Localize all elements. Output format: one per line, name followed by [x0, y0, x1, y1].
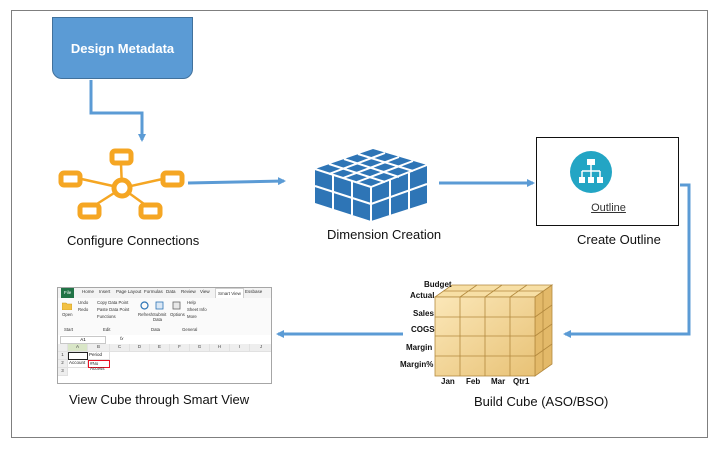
ribbon-group-data: Data — [151, 327, 161, 332]
smart-view-excel-screenshot: File Home Insert Page Layout Formulas Da… — [57, 287, 272, 384]
outline-icon-text: Outline — [591, 202, 626, 214]
cell-a2: Account — [68, 360, 88, 368]
col-header-b: B — [88, 344, 110, 352]
dimension-creation-label: Dimension Creation — [327, 227, 442, 242]
col-header-f: F — [170, 344, 190, 352]
row-header-3: 3 — [58, 368, 68, 376]
dimension-cube-icon — [287, 137, 439, 223]
cube-row-label-actual: Actual — [410, 291, 435, 300]
excel-tab-file: File — [61, 288, 75, 298]
olap-cube-graphic — [433, 284, 554, 377]
build-cube-label: Build Cube (ASO/BSO) — [474, 394, 609, 409]
col-header-e: E — [150, 344, 170, 352]
view-cube-label: View Cube through Smart View — [69, 392, 250, 407]
create-outline-label: Create Outline — [577, 232, 661, 247]
ribbon-sheet-info: Sheet Info — [187, 307, 207, 312]
ribbon-group-start: Start — [64, 327, 74, 332]
arrow-connections-to-dimension — [187, 177, 286, 186]
ribbon-submit-data: Submit Data — [153, 312, 167, 322]
arrow-outline-to-buildcube — [563, 183, 691, 338]
col-header-g: G — [190, 344, 210, 352]
cube-row-label-sales: Sales — [413, 309, 434, 318]
cell-b1: Period — [88, 352, 110, 360]
cell-a1 — [68, 352, 88, 360]
connections-network-icon — [58, 148, 185, 220]
options-icon — [172, 301, 181, 310]
outline-hierarchy-icon — [570, 151, 612, 193]
col-header-j: J — [250, 344, 271, 352]
excel-tab-home: Home — [82, 289, 95, 294]
cube-row-label-margin: Margin — [406, 343, 433, 352]
cube-row-label-budget: Budget — [424, 280, 452, 289]
cube-col-label-jan: Jan — [441, 377, 455, 386]
cube-row-label-margin-pct: Margin% — [400, 360, 434, 369]
ribbon-refresh: Refresh — [138, 312, 154, 317]
excel-tab-insert: Insert — [99, 289, 111, 294]
row-header-2: 2 — [58, 360, 68, 368]
excel-tab-page-layout: Page Layout — [116, 289, 142, 294]
excel-fx-label: fx — [120, 336, 124, 341]
cube-col-label-mar: Mar — [491, 377, 506, 386]
diagram-frame — [11, 10, 708, 438]
excel-tab-data: Data — [166, 289, 176, 294]
submit-data-icon — [155, 301, 164, 310]
excel-tab-view: View — [200, 289, 210, 294]
ribbon-paste-data-point: Paste Data Point — [97, 307, 130, 312]
excel-tab-smart-view: Smart View — [215, 288, 244, 299]
ribbon-group-general: General — [182, 327, 198, 332]
ribbon-help: Help — [187, 300, 196, 305]
col-header-i: I — [230, 344, 250, 352]
cell-b2-no-access: #No Access — [88, 360, 110, 371]
excel-name-box: A1 — [60, 336, 106, 344]
excel-ribbon-body: Open Undo Redo Copy Data Point Paste Dat… — [58, 298, 271, 336]
refresh-icon — [140, 301, 149, 310]
col-header-d: D — [130, 344, 150, 352]
ribbon-more: More — [187, 314, 197, 319]
cube-col-label-qtr1: Qtr1 — [513, 377, 530, 386]
ribbon-copy-data-point: Copy Data Point — [97, 300, 129, 305]
outline-app-tile: Outline — [536, 137, 679, 226]
col-header-a: A — [68, 344, 88, 352]
excel-tab-review: Review — [181, 289, 196, 294]
ribbon-open: Open — [62, 312, 73, 317]
cube-row-label-cogs: COGS — [411, 325, 435, 334]
configure-connections-label: Configure Connections — [67, 233, 200, 248]
design-metadata-label: Design Metadata — [70, 40, 175, 56]
col-header-c: C — [110, 344, 130, 352]
ribbon-redo: Redo — [78, 307, 89, 312]
row-header-1: 1 — [58, 352, 68, 360]
excel-tab-formulas: Formulas — [144, 289, 163, 294]
design-metadata-box: Design Metadata — [52, 17, 193, 79]
ribbon-functions: Functions — [97, 314, 116, 319]
cube-col-label-feb: Feb — [466, 377, 481, 386]
ribbon-group-edit: Edit — [103, 327, 111, 332]
ribbon-undo: Undo — [78, 300, 89, 305]
col-header-h: H — [210, 344, 230, 352]
excel-tab-essbase: Essbase — [245, 289, 263, 294]
ribbon-options: Options — [170, 312, 185, 317]
arrow-meta-to-connections — [89, 80, 146, 142]
open-folder-icon — [62, 302, 72, 310]
